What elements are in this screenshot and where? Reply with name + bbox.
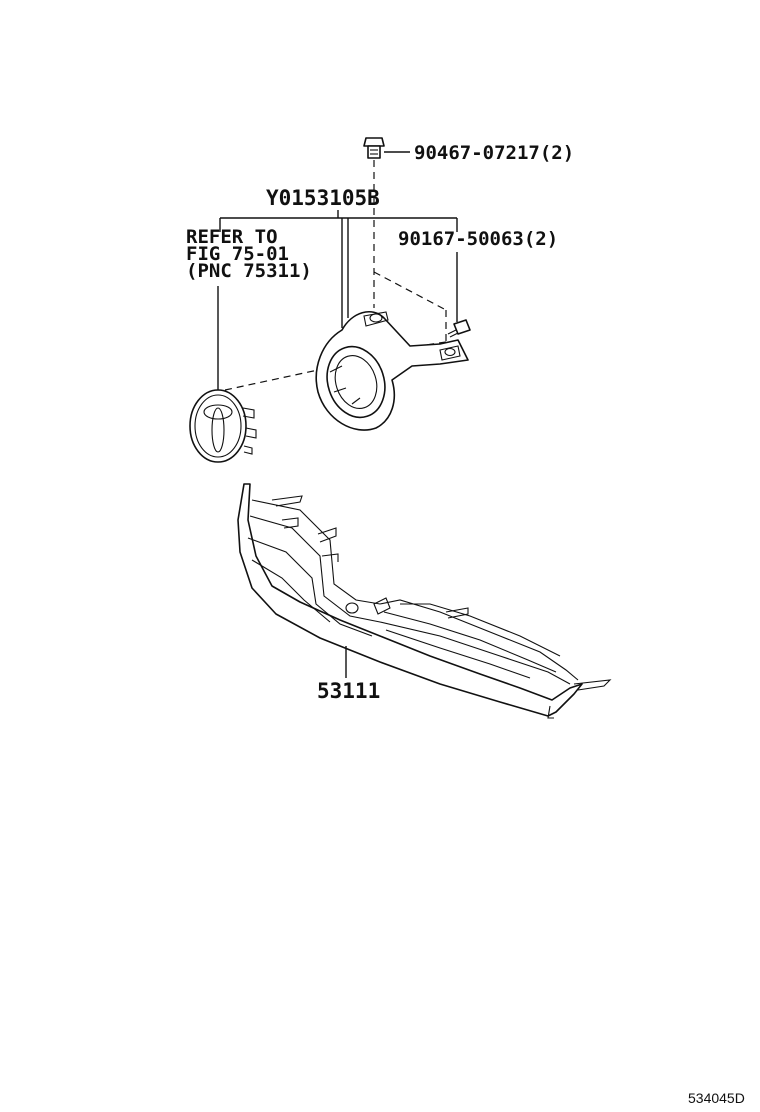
assembly-bracket: [219, 210, 458, 328]
label-refer-line2[interactable]: FIG 75-01: [186, 243, 289, 265]
label-refer-line1[interactable]: REFER TO: [186, 226, 278, 248]
emblem-bracket-icon[interactable]: [315, 310, 469, 431]
label-bolt-top[interactable]: 90467-07217(2): [414, 142, 574, 164]
label-screw[interactable]: 90167-50063(2): [398, 228, 558, 250]
radiator-grille-icon[interactable]: [237, 483, 612, 719]
screw-icon[interactable]: [447, 319, 471, 338]
label-refer-line3[interactable]: (PNC 75311): [186, 260, 312, 282]
label-assembly[interactable]: Y0153105B: [266, 186, 380, 210]
label-grille[interactable]: 53111: [317, 679, 380, 703]
figure-id: 534045D: [688, 1090, 745, 1106]
bolt-icon[interactable]: [363, 137, 385, 159]
toyota-emblem-icon[interactable]: [189, 389, 257, 463]
